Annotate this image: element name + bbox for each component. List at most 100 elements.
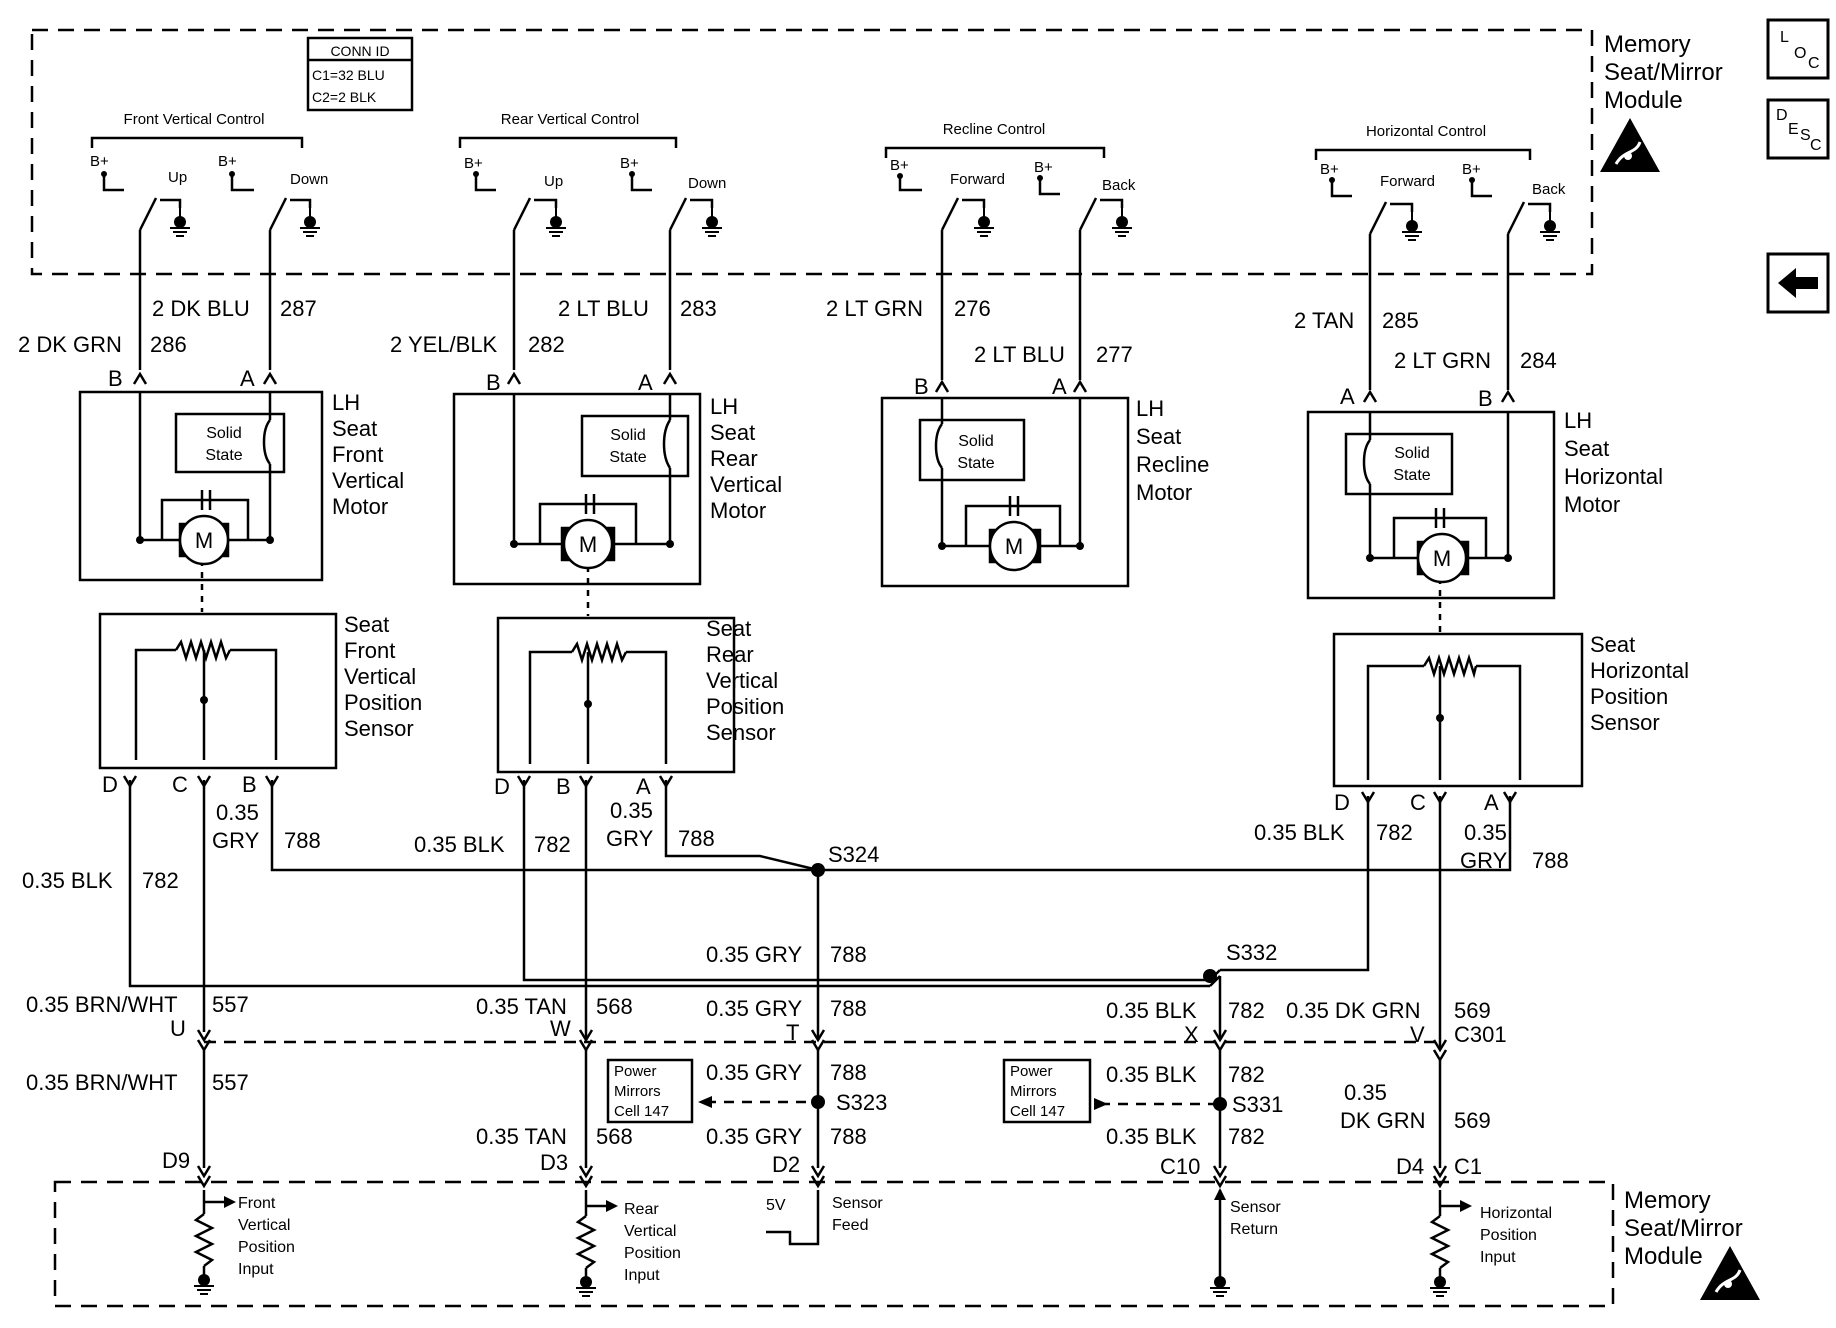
rear-sensor-label: Vertical [706,668,778,693]
solid-state-label: State [1393,467,1430,484]
solid-state-label: State [957,455,994,472]
wire-286-color: 2 DK GRN [18,332,122,357]
rear-vertical-motor-box [452,392,702,586]
pin-label: C [172,772,188,797]
loc-button-label: L [1780,29,1789,46]
front-vertical-motor-box [78,390,324,582]
connector-cavity-label: T [786,1020,799,1045]
wire-788-color: 0.35 GRY [706,1060,803,1085]
rear-vertical-sensor-box [496,616,736,774]
front-motor-label: LH [332,390,360,415]
wire-568-color: 0.35 TAN [476,1124,567,1149]
desc-button[interactable]: D E S C [1766,98,1830,160]
recline-motor-label: Motor [1136,480,1192,505]
loc-button[interactable]: L O C [1766,18,1830,80]
rear-input-label: Rear [624,1201,659,1218]
front-sensor-label: Front [344,638,395,663]
front-vertical-control-label: Front Vertical Control [124,111,265,128]
power-mirrors-label: Cell 147 [614,1103,669,1120]
switch-up-label: Up [544,173,563,190]
wire-557-number: 557 [212,1070,249,1095]
top-module-label-1: Memory [1604,31,1691,58]
bplus-label: B+ [90,153,109,170]
conn-id-title: CONN ID [330,43,389,59]
front-motor-label: Vertical [332,468,404,493]
pin-label: A [638,370,653,395]
motor-m-label: M [195,528,213,553]
wire-284-color: 2 LT GRN [1394,348,1491,373]
switch-back-label: Back [1102,177,1136,194]
pin-label: A [1484,790,1499,815]
splice-s323-dot [811,1095,825,1109]
conn-id-c2: C2=2 BLK [312,89,377,105]
wire-569-number: 569 [1454,1108,1491,1133]
horizontal-motor-label: Horizontal [1564,464,1663,489]
pin-label: D [102,772,118,797]
terminal-label: D3 [540,1150,568,1175]
wire-276-color: 2 LT GRN [826,296,923,321]
pin-label: B [242,772,257,797]
horizontal-input-label: Horizontal [1480,1205,1552,1222]
top-module-label-3: Module [1604,87,1683,114]
front-motor-label: Front [332,442,383,467]
splice-s324-dot [811,863,825,877]
horizontal-bracket [1314,148,1532,160]
connector-cavity-label: V [1410,1022,1425,1047]
connector-cavity-label: W [550,1016,571,1041]
motor-m-label: M [1005,534,1023,559]
conn-id-c1: C1=32 BLU [312,67,385,83]
horizontal-sensor-box [1332,632,1584,788]
bplus-label: B+ [218,153,237,170]
bplus-label: B+ [464,155,483,172]
switch-down-label: Down [688,175,726,192]
back-button[interactable] [1766,252,1830,314]
wire-782-color: 0.35 BLK [1254,820,1345,845]
horizontal-motor-label: Seat [1564,436,1609,461]
motor-m-label: M [1433,546,1451,571]
bplus-label: B+ [1320,161,1339,178]
top-module-label-2: Seat/Mirror [1604,59,1723,86]
top-module-boundary [30,28,1594,276]
wire-788-color: 0.35 GRY [706,942,803,967]
connector-cavity-label: X [1184,1022,1199,1047]
switch-forward-label: Forward [1380,173,1435,190]
conn-id-box [306,36,414,112]
pin-label: B [486,370,501,395]
wire-782-color: 0.35 BLK [1106,1124,1197,1149]
desc-button-label: D [1776,107,1788,124]
front-sensor-label: Vertical [344,664,416,689]
wire-782-color: 0.35 BLK [22,868,113,893]
splice-s323-label: S323 [836,1090,887,1115]
pin-label: A [636,774,651,799]
switch-back-label: Back [1532,181,1566,198]
front-sensor-label: Seat [344,612,389,637]
horizontal-sensor-label: Seat [1590,632,1635,657]
wire-569-color: 0.35 [1344,1080,1387,1105]
pin-label: A [240,366,255,391]
splice-s332-dot [1203,969,1217,983]
wire-788-number: 788 [1532,848,1569,873]
left-arrow-icon [1778,268,1818,298]
bottom-module-label-1: Memory [1624,1187,1711,1214]
wire-283-color: 2 LT BLU [558,296,649,321]
wire-276-number: 276 [954,296,991,321]
terminal-label: C10 [1160,1154,1200,1179]
desc-button-label: S [1800,127,1811,144]
wire-568-color: 0.35 TAN [476,994,567,1019]
splice-s332-label: S332 [1226,940,1277,965]
horizontal-motor-symbol [1416,532,1468,584]
horizontal-motor-label: Motor [1564,492,1620,517]
wire-788-color: 0.35 GRY [706,996,803,1021]
front-sensor-label: Sensor [344,716,414,741]
rear-sensor-label: Seat [706,616,751,641]
wire-285-color: 2 TAN [1294,308,1354,333]
front-input-label: Vertical [238,1217,290,1234]
horizontal-motor-label: LH [1564,408,1592,433]
wire-285-number: 285 [1382,308,1419,333]
recline-bracket [884,146,1106,158]
wire-788-number: 788 [284,828,321,853]
recline-motor-label: Seat [1136,424,1181,449]
sensor-return-label: Sensor [1230,1199,1281,1216]
sensor-feed-label: Feed [832,1217,868,1234]
